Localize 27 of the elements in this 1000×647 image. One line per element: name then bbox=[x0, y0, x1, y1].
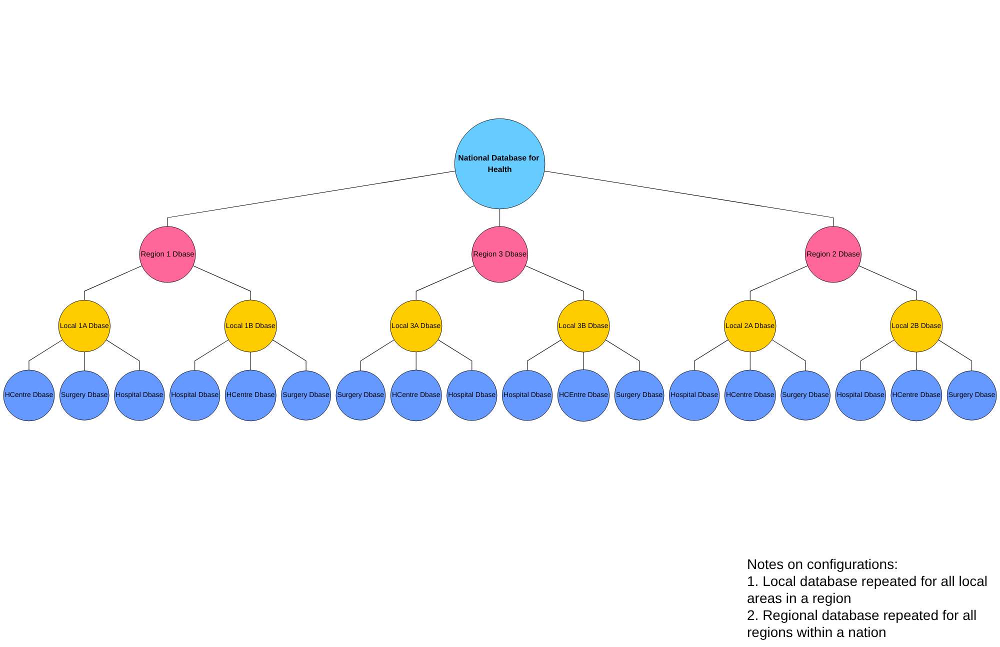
connector bbox=[544, 170, 834, 227]
connector bbox=[916, 352, 917, 370]
connector bbox=[416, 265, 474, 300]
connector bbox=[858, 266, 917, 300]
note: Notes on configurations: bbox=[747, 556, 899, 573]
connector bbox=[772, 340, 806, 372]
connector bbox=[360, 340, 394, 372]
connector bbox=[192, 266, 251, 300]
note: 1. Local database repeated for all local areas in a region bbox=[747, 573, 988, 607]
connector bbox=[525, 265, 584, 300]
connector bbox=[605, 340, 640, 372]
connector bbox=[194, 340, 229, 371]
connector bbox=[167, 170, 456, 227]
connector bbox=[84, 266, 142, 300]
connector bbox=[938, 340, 972, 372]
note: 2. Regional database repeated for all regions within a nation bbox=[747, 607, 978, 641]
connector bbox=[28, 340, 63, 370]
connector bbox=[583, 352, 584, 370]
connector bbox=[250, 352, 251, 370]
connector bbox=[750, 266, 808, 300]
connector bbox=[272, 340, 306, 372]
connector bbox=[694, 339, 728, 371]
connector bbox=[860, 340, 895, 371]
connector bbox=[106, 340, 140, 371]
connector bbox=[527, 340, 562, 371]
connector bbox=[438, 339, 472, 371]
connector bbox=[84, 352, 85, 372]
